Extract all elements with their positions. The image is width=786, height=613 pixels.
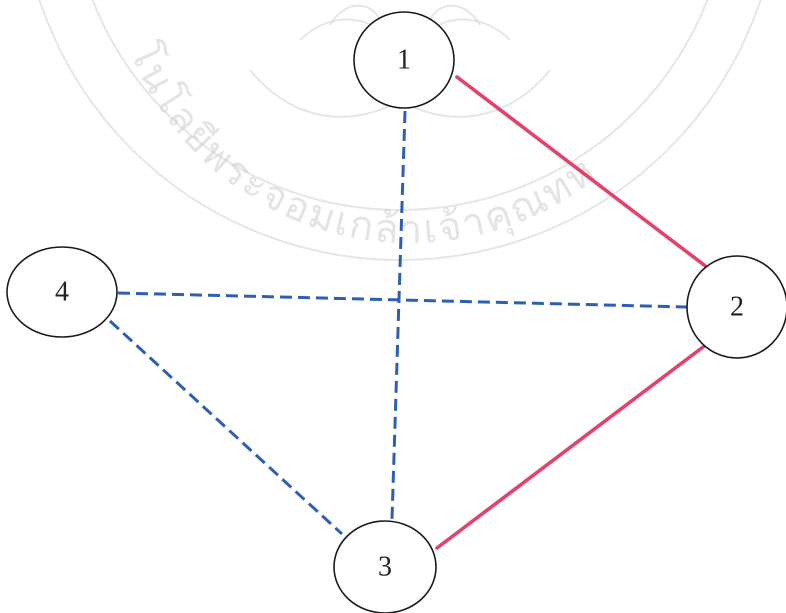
edge-4-3 (110, 321, 342, 534)
node-2: 2 (687, 256, 786, 358)
edge-4-2 (118, 293, 687, 307)
node-2-label: 2 (730, 291, 744, 322)
edge-1-3 (392, 111, 405, 519)
node-1-label: 1 (397, 44, 411, 75)
node-3-label: 3 (378, 551, 392, 582)
node-4-label: 4 (55, 276, 69, 307)
node-1: 1 (354, 12, 454, 108)
edge-2-3 (437, 344, 707, 548)
node-4: 4 (7, 247, 117, 337)
node-3: 3 (334, 521, 436, 613)
nodes: 1 2 3 4 (7, 12, 786, 613)
